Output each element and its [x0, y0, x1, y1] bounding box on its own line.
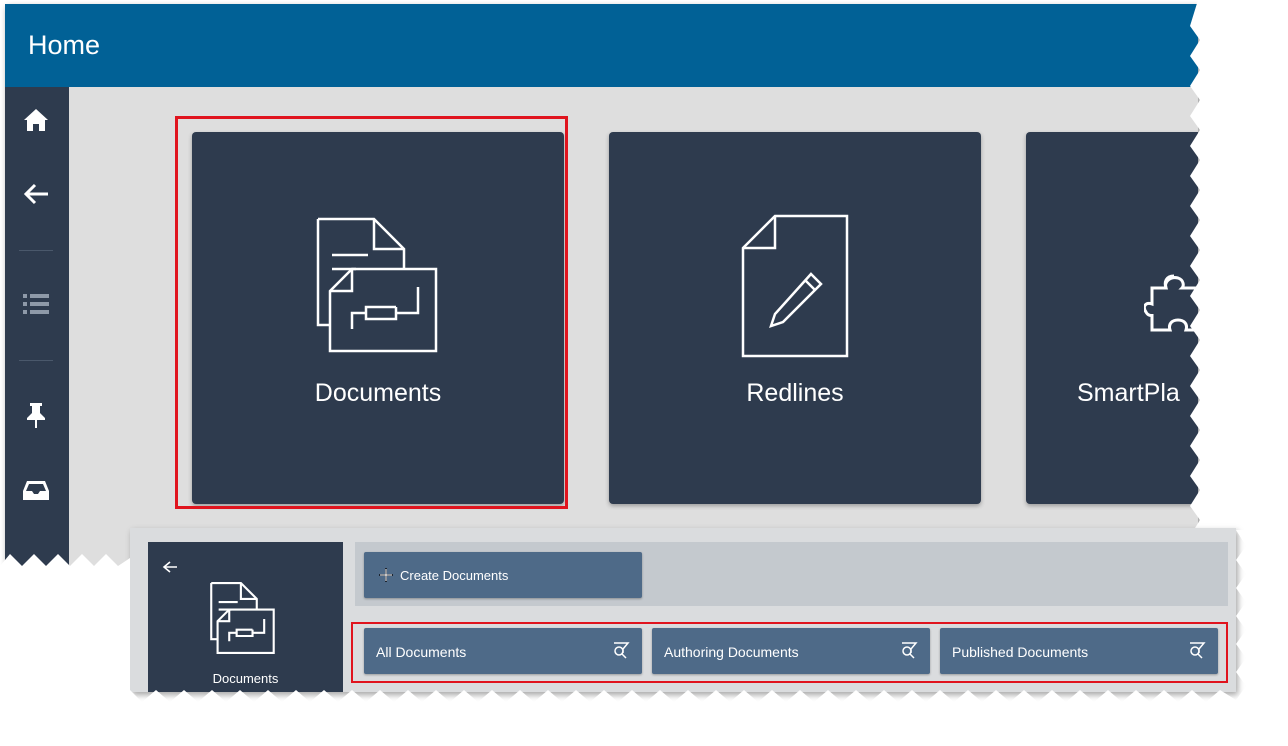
smartplant-tile[interactable]: SmartPla [1026, 132, 1198, 504]
tile-label: Redlines [746, 379, 844, 407]
sidebar-divider [19, 250, 53, 251]
sidebar [5, 87, 69, 566]
page-title: Home [28, 30, 101, 60]
inbox-icon[interactable] [21, 475, 51, 505]
tile-grid: Documents Redlines SmartPla [69, 87, 1198, 566]
mini-tile-label: Documents [212, 671, 279, 686]
plus-icon [378, 567, 394, 583]
pin-icon[interactable] [21, 400, 51, 430]
button-label: Published Documents [952, 644, 1089, 660]
tile-label: Documents [314, 379, 442, 407]
back-arrow-icon[interactable] [162, 560, 178, 574]
button-label: All Documents [376, 644, 467, 660]
documents-tile[interactable]: Documents [192, 132, 564, 504]
documents-mini-tile[interactable]: Documents [148, 542, 343, 692]
search-filter-icon[interactable] [1188, 641, 1206, 659]
authoring-documents-button[interactable]: Authoring Documents [652, 628, 930, 674]
redline-document-icon [741, 214, 849, 358]
document-list-buttons: All Documents Authoring Documents Publis… [355, 624, 1228, 684]
sidebar-divider [19, 360, 53, 361]
create-bar: Create Documents [355, 542, 1228, 606]
published-documents-button[interactable]: Published Documents [940, 628, 1218, 674]
search-filter-icon[interactable] [900, 641, 918, 659]
list-icon[interactable] [21, 289, 51, 319]
create-documents-button[interactable]: Create Documents [364, 552, 642, 598]
documents-icon [210, 582, 275, 654]
all-documents-button[interactable]: All Documents [364, 628, 642, 674]
redlines-tile[interactable]: Redlines [609, 132, 981, 504]
document-buttons-highlight [351, 622, 1228, 683]
home-screen: Home [5, 4, 1198, 566]
home-icon[interactable] [21, 105, 51, 135]
button-label: Authoring Documents [664, 644, 799, 660]
create-documents-label: Create Documents [400, 567, 509, 583]
arrow-left-icon[interactable] [21, 179, 51, 209]
documents-icon [316, 217, 438, 353]
app-header: Home [5, 4, 1198, 87]
tile-label: SmartPla [1077, 379, 1180, 407]
documents-panel: Documents Create Documents All Documents… [130, 528, 1236, 692]
search-filter-icon[interactable] [612, 641, 630, 659]
documents-tile-highlight [175, 116, 568, 509]
puzzle-icon [1144, 274, 1198, 332]
torn-edge [0, 530, 1288, 746]
torn-edge [1190, 0, 1210, 570]
